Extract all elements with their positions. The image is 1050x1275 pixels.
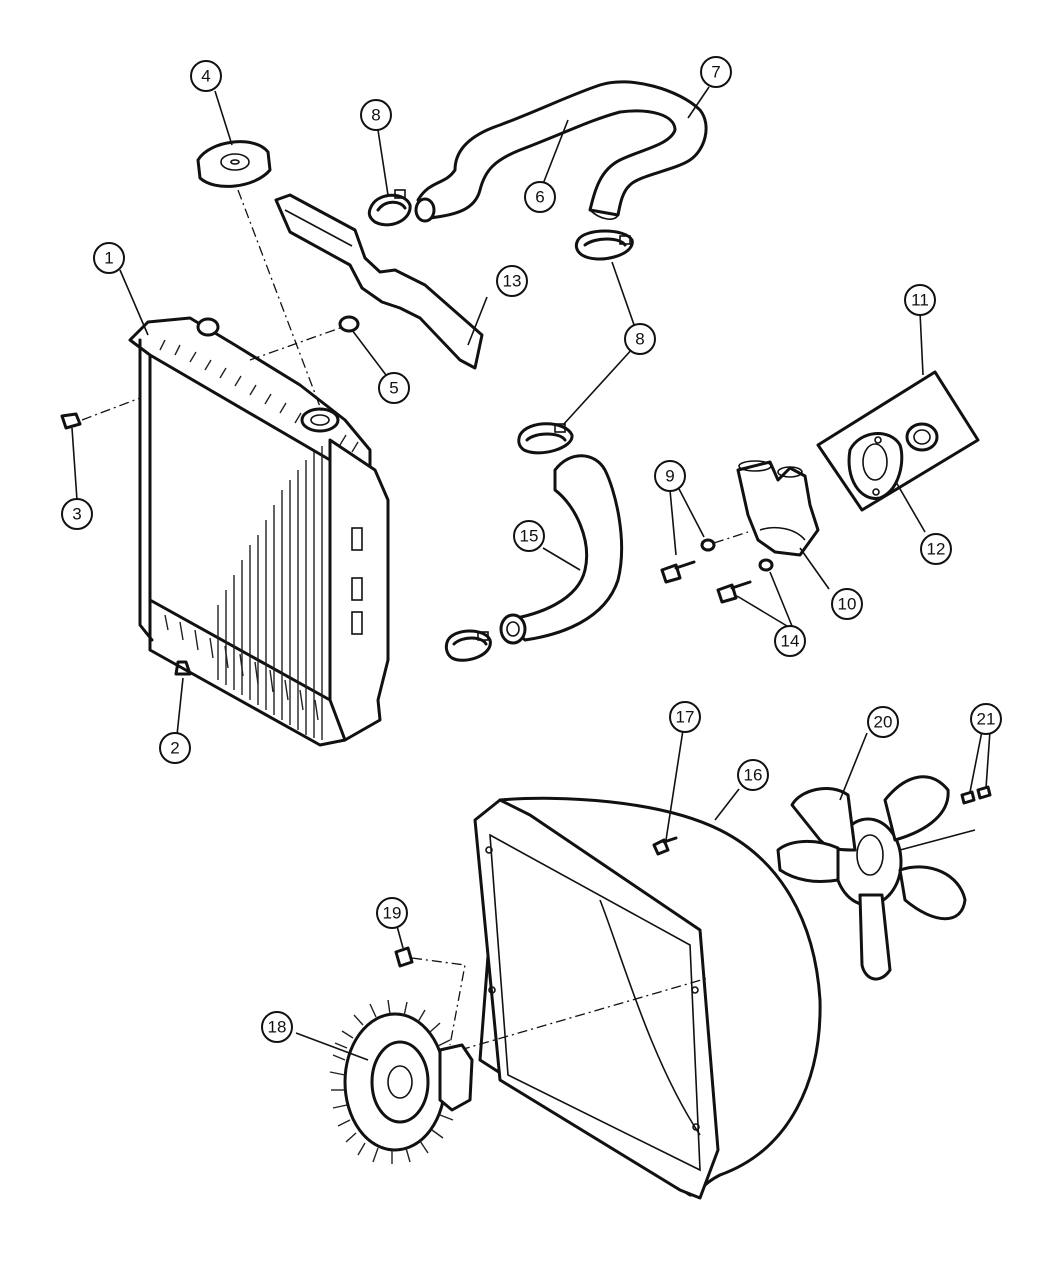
- callout-12: 12: [920, 533, 952, 565]
- callout-6-label: 6: [535, 188, 544, 207]
- fan-clutch: [329, 999, 474, 1164]
- callout-6: 6: [524, 181, 556, 213]
- callout-8-upper: 8: [360, 99, 392, 131]
- callout-5-label: 5: [389, 379, 398, 398]
- thermostat-kit: [816, 370, 980, 512]
- callout-10: 10: [831, 588, 863, 620]
- callout-8-upper-label: 8: [371, 106, 380, 125]
- thermostat-housing: [736, 460, 820, 557]
- thermostat-gasket: [847, 432, 904, 500]
- callout-1: 1: [93, 242, 125, 274]
- callout-17-label: 17: [676, 708, 695, 727]
- callout-7-label: 7: [711, 63, 720, 82]
- washer-14: [758, 558, 774, 572]
- callout-14: 14: [774, 625, 806, 657]
- callout-9-label: 9: [665, 467, 674, 486]
- callout-16-label: 16: [744, 766, 763, 785]
- bolt-17: [652, 836, 678, 856]
- bolt-3: [60, 412, 82, 430]
- callout-21: 21: [970, 703, 1002, 735]
- callout-21-label: 21: [977, 710, 996, 729]
- callout-11-label: 11: [911, 291, 929, 310]
- callout-1-label: 1: [104, 249, 113, 268]
- callout-4-label: 4: [201, 67, 210, 86]
- callout-3-label: 3: [72, 505, 81, 524]
- callout-2-label: 2: [170, 739, 179, 758]
- callout-17: 17: [669, 701, 701, 733]
- callout-5: 5: [378, 372, 410, 404]
- callout-20-label: 20: [874, 713, 893, 732]
- callout-16: 16: [737, 759, 769, 791]
- callout-18-label: 18: [268, 1018, 287, 1037]
- callout-8-lower-label: 8: [635, 330, 644, 349]
- callout-13: 13: [496, 265, 528, 297]
- callout-15: 15: [513, 520, 545, 552]
- hose-clamp-upper: [367, 189, 412, 227]
- hose-clamp-lower: [517, 422, 574, 455]
- callout-12-label: 12: [927, 540, 946, 559]
- callout-20: 20: [867, 706, 899, 738]
- bolt-21: [960, 785, 992, 805]
- callout-7: 7: [700, 56, 732, 88]
- callout-19-label: 19: [383, 904, 402, 923]
- callout-8-lower: 8: [624, 323, 656, 355]
- thermostat: [905, 422, 939, 452]
- callout-3: 3: [61, 498, 93, 530]
- callout-19: 19: [376, 897, 408, 929]
- leader-lines: [71, 86, 991, 1061]
- bolt-9: [660, 560, 696, 584]
- radiator: [128, 316, 390, 747]
- callout-15-label: 15: [520, 527, 539, 546]
- upper-radiator-hose: [414, 80, 708, 223]
- bolt-14: [716, 580, 752, 604]
- callout-2: 2: [159, 732, 191, 764]
- radiator-cap: [196, 140, 272, 188]
- nut-19: [394, 946, 414, 968]
- radiator-seal: [274, 193, 484, 370]
- callout-18: 18: [261, 1011, 293, 1043]
- washer-9: [700, 538, 716, 552]
- fan-shroud: [473, 796, 822, 1200]
- callout-14-label: 14: [781, 632, 800, 651]
- callout-13-label: 13: [503, 272, 522, 291]
- callout-11: 11: [904, 284, 936, 316]
- lower-radiator-hose: [499, 454, 624, 645]
- callout-4: 4: [190, 60, 222, 92]
- callout-9: 9: [654, 460, 686, 492]
- hose-clamp-upper-right: [574, 229, 634, 261]
- callout-10-label: 10: [838, 595, 857, 614]
- fan-blade: [776, 775, 976, 981]
- nut-5: [338, 315, 360, 333]
- hose-clamp-bottom: [444, 629, 492, 662]
